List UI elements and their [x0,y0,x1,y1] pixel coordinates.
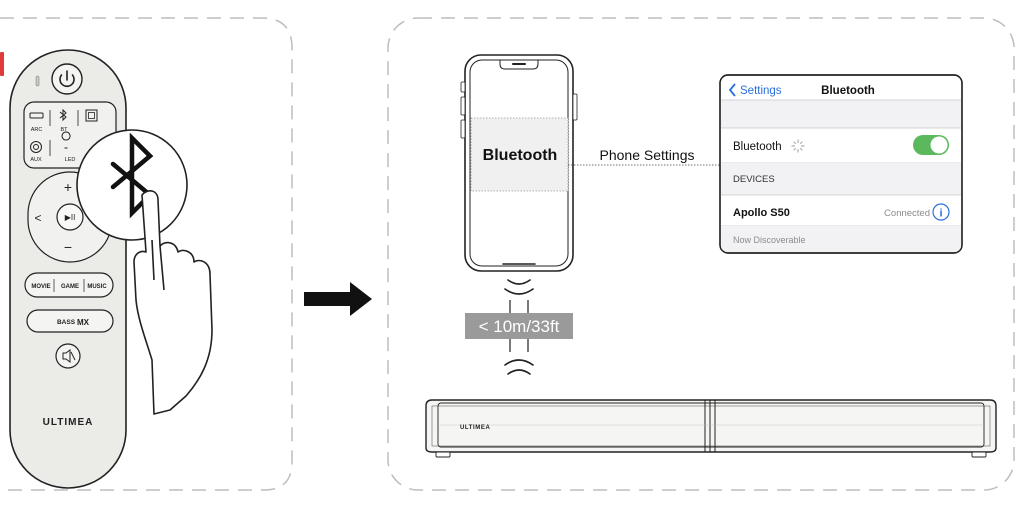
mute-icon [62,349,76,363]
phone-settings-caption: Phone Settings [600,147,695,163]
signal-waves-bottom [504,359,534,375]
volume-up-button[interactable]: + [64,179,72,195]
range-label: < 10m/33ft [479,317,560,336]
bulb-icon [61,131,71,149]
discoverable-note: Now Discoverable [733,235,806,245]
volume-down-button[interactable]: − [64,239,72,255]
right-panel-border [387,17,1015,491]
bluetooth-large-icon [110,132,154,219]
led-indicator [35,75,40,87]
mute-button[interactable] [55,343,81,369]
info-icon[interactable]: i [932,203,950,221]
btn-aux-label[interactable]: AUX [30,157,42,163]
optical-icon [85,109,98,122]
play-pause-label: ▶II [65,213,76,222]
aux-icon [30,141,42,153]
eq-pad [24,272,114,298]
bluetooth-toggle[interactable] [913,135,949,155]
devices-section-header: DEVICES [733,174,775,185]
smartphone: Bluetooth [460,54,578,272]
remote-control: ARC BT AUX LED + − < ▶II MOVIE GAME MUSI… [9,49,127,489]
bluetooth-zoom-bubble [76,129,188,241]
red-marker [0,52,4,76]
soundbar: ULTIMEA [425,399,997,458]
btn-bt-label[interactable]: BT [60,127,68,133]
soundbar-brand: ULTIMEA [460,425,490,431]
hand-pointer [133,190,213,415]
bass-mark: MX [77,318,90,327]
range-label-box [465,313,573,339]
phone-screen-highlight [470,117,569,192]
btn-game[interactable]: GAME [61,284,79,290]
right-arrow [304,282,372,316]
play-pause-button[interactable] [56,203,84,231]
btn-arc-label[interactable]: ARC [31,127,43,133]
panel-title: Bluetooth [821,85,875,97]
btn-movie[interactable]: MOVIE [31,284,50,290]
ios-bluetooth-panel: Settings Bluetooth Bluetooth DEVICES Apo… [719,74,963,254]
btn-music[interactable]: MUSIC [87,284,107,290]
signal-waves-top [504,279,534,295]
btn-led-label[interactable]: LED [65,157,76,163]
power-icon [59,70,75,88]
range-lines [509,300,529,352]
prev-button[interactable]: < [34,211,41,225]
device-status: Connected [884,208,930,219]
bass-label: BASS [57,319,76,326]
svg-text:i: i [939,208,942,220]
bass-button[interactable] [26,309,114,333]
bluetooth-row-label: Bluetooth [733,141,782,153]
back-chevron-icon[interactable] [728,83,736,97]
hdmi-arc-icon [29,112,44,119]
loading-spinner-icon [791,139,805,153]
bluetooth-small-icon [59,108,67,122]
back-button[interactable]: Settings [740,85,782,97]
left-panel-border [0,17,293,491]
phone-screen-text: Bluetooth [483,147,558,164]
remote-brand: ULTIMEA [43,417,94,428]
device-name[interactable]: Apollo S50 [733,207,790,219]
